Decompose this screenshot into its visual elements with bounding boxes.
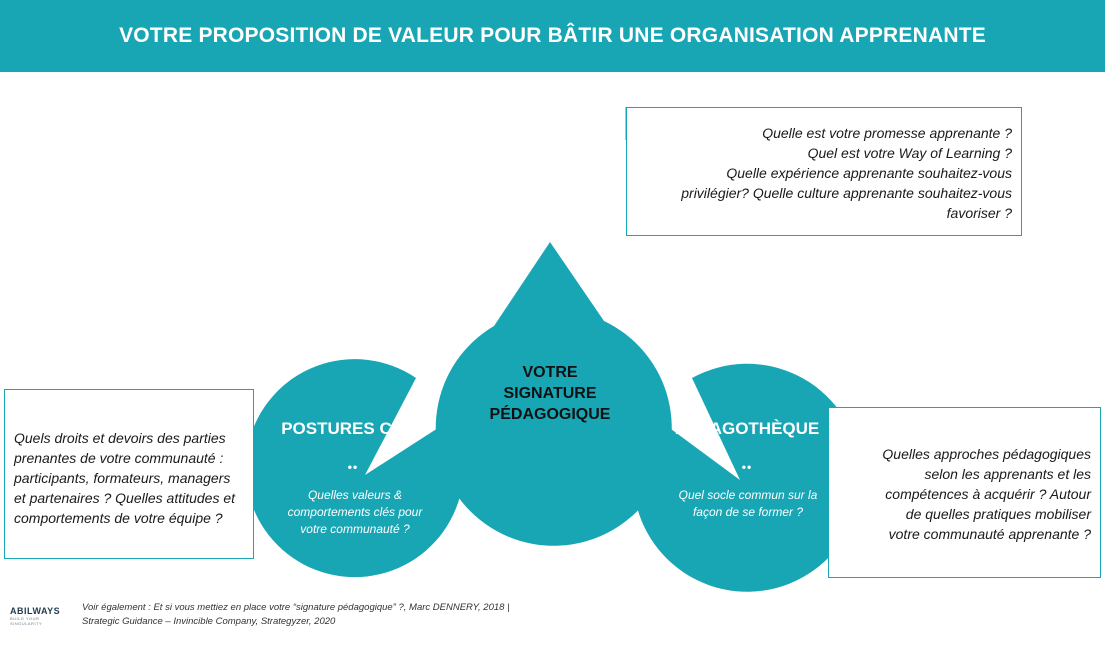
vision-question-line: Quelle expérience apprenante souhaitez-v… — [726, 165, 1012, 181]
pedagotheque-title: PÉDAGOTHÈQUE — [674, 419, 820, 438]
vision-question-line: favoriser ? — [946, 205, 1012, 221]
logo-name: ABILWAYS — [10, 606, 61, 616]
title-banner: VOTRE PROPOSITION DE VALEUR POUR BÂTIR U… — [0, 0, 1105, 72]
center-line: PÉDAGOGIQUE — [489, 406, 611, 423]
vision-title: VISION — [521, 151, 579, 170]
pedagotheque-circle — [633, 363, 862, 592]
center-line: SIGNATURE — [503, 385, 597, 402]
vision-question-line: privilégier? Quelle culture apprenante s… — [681, 185, 1012, 201]
vision-questions-box: Quelle est votre promesse apprenante ? Q… — [626, 107, 1022, 236]
pedagotheque-question-line: selon les apprenants et les — [924, 466, 1091, 482]
abilways-logo: ABILWAYS BUILD YOUR SINGULARITY — [10, 606, 72, 626]
postures-dots: •• — [347, 460, 359, 474]
logo-tagline: BUILD YOUR SINGULARITY — [10, 616, 43, 626]
center-line: VOTRE — [522, 364, 578, 381]
postures-questions-box: Quels droits et devoirs des parties pren… — [4, 389, 254, 559]
pedagotheque-questions-box: Quelles approches pédagogiques selon les… — [828, 407, 1101, 578]
pedagotheque-question: Quel socle commun sur la façon de se for… — [678, 488, 818, 519]
postures-circle — [245, 359, 464, 578]
postures-question-line: participants, formateurs, managers — [14, 470, 231, 486]
vision-question-line: Quelle est votre promesse apprenante ? — [762, 125, 1012, 141]
vision-dots: •• — [544, 176, 556, 190]
vision-question-line: Quel est votre Way of Learning ? — [807, 145, 1012, 161]
vision-circle — [435, 242, 672, 546]
postures-title: POSTURES CLES — [281, 419, 425, 438]
vision-question: Quelle est votre promesse apprenante ? — [479, 197, 621, 228]
center-signature-label: VOTRE SIGNATURE PÉDAGOGIQUE — [470, 362, 630, 425]
postures-question-line: prenantes de votre communauté : — [14, 450, 224, 466]
pedagotheque-dots: •• — [741, 460, 753, 474]
pedagotheque-question-line: votre communauté apprenante ? — [888, 526, 1091, 542]
pedagotheque-question-line: compétences à acquérir ? Autour — [885, 486, 1091, 502]
postures-question-line: Quels droits et devoirs des parties — [14, 430, 226, 446]
pedagotheque-question-line: de quelles pratiques mobiliser — [905, 506, 1091, 522]
page-title: VOTRE PROPOSITION DE VALEUR POUR BÂTIR U… — [119, 24, 986, 47]
postures-question-line: et partenaires ? Quelles attitudes et — [14, 490, 236, 506]
reference-line: Voir également : Et si vous mettiez en p… — [82, 602, 510, 613]
postures-question-line: comportements de votre équipe ? — [14, 510, 223, 526]
footer-references: Voir également : Et si vous mettiez en p… — [82, 601, 522, 629]
reference-line: Strategic Guidance – Invincible Company,… — [82, 616, 336, 627]
pedagotheque-question-line: Quelles approches pédagogiques — [882, 446, 1091, 462]
postures-question: Quelles valeurs & comportements clés pou… — [287, 488, 423, 536]
